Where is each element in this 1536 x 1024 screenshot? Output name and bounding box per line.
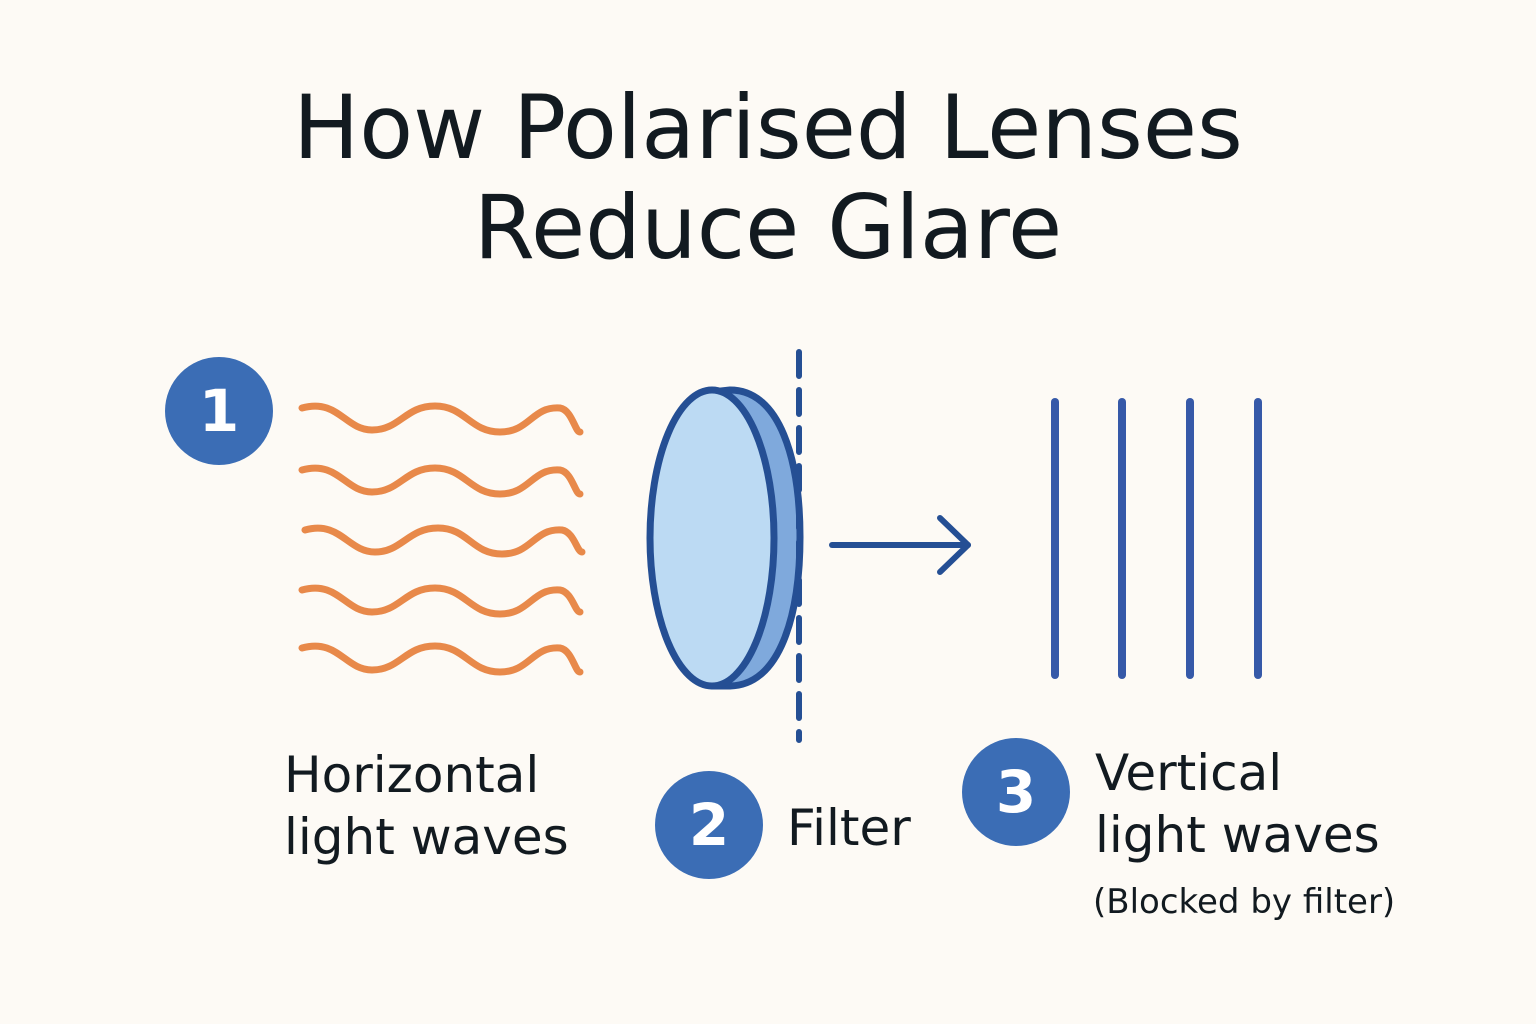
- step-2-badge: 2: [655, 771, 763, 879]
- title-line-1: How Polarised Lenses: [293, 76, 1243, 179]
- diagram-title: How Polarised Lenses Reduce Glare: [0, 78, 1536, 278]
- title-line-2: Reduce Glare: [473, 176, 1063, 279]
- lens-face: [646, 386, 778, 690]
- step-1-number: 1: [198, 377, 240, 445]
- horizontal-wave: [298, 642, 584, 676]
- horizontal-wave: [298, 464, 584, 498]
- horizontal-waves-icon: [298, 402, 586, 676]
- step-3-label: Vertical light waves: [1095, 742, 1380, 866]
- step-1-label-line-1: Horizontal: [284, 746, 540, 804]
- right-arrow-icon: [829, 515, 971, 575]
- step-3-label-line-2: light waves: [1095, 806, 1380, 864]
- vertical-lines-icon: [1051, 398, 1262, 679]
- step-1-label-line-2: light waves: [284, 808, 569, 866]
- step-3-label-line-1: Vertical: [1095, 744, 1283, 802]
- step-2-number: 2: [688, 791, 730, 859]
- lens-icon: [646, 386, 804, 690]
- step-3-badge: 3: [962, 738, 1070, 846]
- step-1-label: Horizontal light waves: [284, 744, 569, 868]
- horizontal-wave: [301, 524, 586, 558]
- horizontal-wave: [298, 584, 584, 618]
- step-3-note: (Blocked by filter): [1093, 882, 1396, 922]
- step-2-label: Filter: [787, 799, 911, 857]
- step-3-number: 3: [995, 758, 1037, 826]
- horizontal-wave: [298, 402, 584, 436]
- step-1-badge: 1: [165, 357, 273, 465]
